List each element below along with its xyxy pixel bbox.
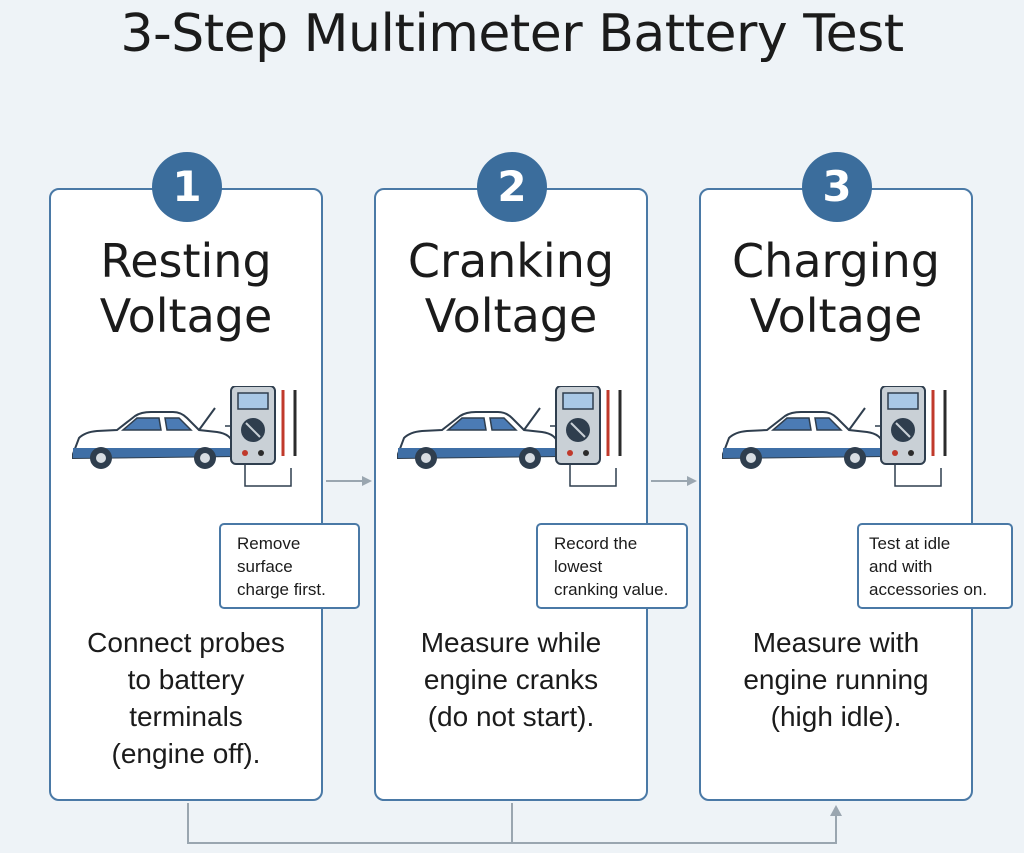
step-card-2: Cranking Voltage Record the lowest crank… xyxy=(374,188,688,801)
probe-icon xyxy=(931,390,947,456)
step-description: Measure with engine running (high idle). xyxy=(743,627,929,732)
step-number-badge-1: 1 xyxy=(152,152,222,222)
car-multimeter-illustration xyxy=(397,386,622,487)
step-title: Charging Voltage xyxy=(732,234,940,343)
multimeter-icon xyxy=(555,386,601,465)
probe-icon xyxy=(281,390,297,456)
step-number-badge-2: 2 xyxy=(477,152,547,222)
car-multimeter-illustration xyxy=(722,386,947,487)
page-title: 3-Step Multimeter Battery Test xyxy=(120,4,904,64)
step-description: Connect probes to battery terminals (eng… xyxy=(87,627,285,769)
multimeter-icon xyxy=(230,386,276,465)
step-description: Measure while engine cranks (do not star… xyxy=(420,627,602,732)
car-icon xyxy=(72,407,237,469)
step-card-1: Resting Voltage Remove surface charge fi… xyxy=(49,188,360,801)
bottom-loop-connector xyxy=(187,803,842,844)
step-title: Cranking Voltage xyxy=(407,234,615,343)
arrow-right-icon xyxy=(326,476,372,486)
step-number-badge-3: 3 xyxy=(802,152,872,222)
car-multimeter-illustration xyxy=(72,386,297,487)
multimeter-icon xyxy=(880,386,926,465)
arrow-right-icon xyxy=(651,476,697,486)
step-card-3: Charging Voltage Test at idle and with a… xyxy=(699,188,1013,801)
tip-note: Remove surface charge first. xyxy=(219,523,360,609)
tip-note: Record the lowest cranking value. xyxy=(536,523,688,609)
probe-icon xyxy=(606,390,622,456)
car-icon xyxy=(722,407,887,469)
car-icon xyxy=(397,407,562,469)
tip-note: Test at idle and with accessories on. xyxy=(857,523,1013,609)
step-title: Resting Voltage xyxy=(99,234,273,343)
